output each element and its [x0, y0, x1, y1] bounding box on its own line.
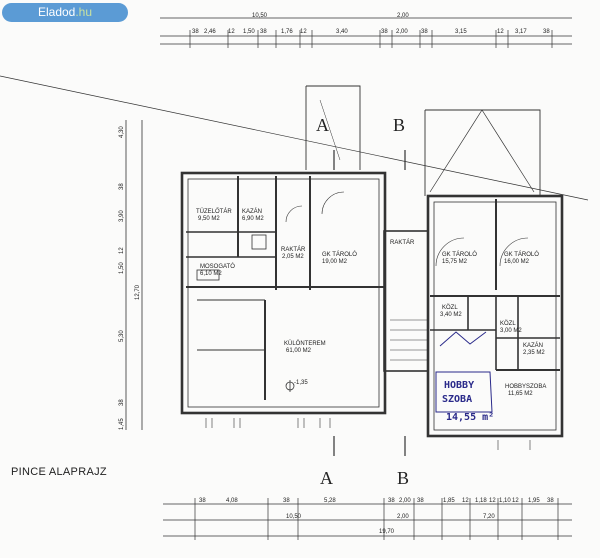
room-area: 6,10 M2: [200, 271, 222, 277]
dim-label: 12: [119, 247, 125, 254]
brand-logo[interactable]: Eladod.hu: [2, 3, 128, 22]
room-area: 15,75 M2: [442, 259, 468, 265]
dim-label: 38: [417, 498, 424, 504]
dim-label: 2,00: [396, 29, 408, 35]
dim-label: 5,28: [324, 498, 336, 504]
dim-label: 7,20: [483, 514, 495, 520]
dim-label: 1,45: [119, 418, 125, 430]
dim-label: 3,40: [336, 29, 348, 35]
dim-label: 12: [462, 498, 469, 504]
section-b-top: B: [393, 115, 405, 135]
dim-label: 4,30: [119, 126, 125, 138]
dim-label: 3,17: [515, 29, 527, 35]
room-area: 6,90 M2: [242, 216, 264, 222]
section-a-top: A: [316, 115, 329, 135]
room-name: GK TÁROLÓ: [442, 251, 477, 258]
dim-label: 4,08: [226, 498, 238, 504]
section-a-bottom: A: [320, 468, 333, 488]
room-name: TÜZELŐTÁR: [196, 208, 232, 215]
dim-label: 38: [421, 29, 428, 35]
dim-label: 38: [283, 498, 290, 504]
room-name: RAKTÁR: [281, 246, 306, 253]
room-area: 11,65 M2: [508, 391, 533, 397]
dim-label: 1,10: [499, 498, 511, 504]
dim-label: 3,15: [455, 29, 467, 35]
handwritten-line: 14,55 m²: [446, 412, 494, 423]
room-area: 2,35 M2: [523, 350, 545, 356]
room-name: GK TÁROLÓ: [322, 251, 357, 258]
dim-label: 1,18: [475, 498, 487, 504]
dim-label: 2,00: [397, 514, 409, 520]
room-area: 3,40 M2: [440, 312, 462, 318]
room-area: 61,00 M2: [286, 348, 312, 354]
dim-label: 1,95: [528, 498, 540, 504]
dim-label: 10,50: [286, 514, 302, 520]
room-area: 16,00 M2: [504, 259, 530, 265]
brand-tld: .hu: [75, 5, 93, 19]
dim-label: 1,50: [119, 262, 125, 274]
dim-label: 2,46: [204, 29, 216, 35]
dim-label: 1,85: [443, 498, 455, 504]
room-name: KÜLÖNTEREM: [284, 340, 326, 347]
dim-label: 38: [388, 498, 395, 504]
level-mark: -1,35: [294, 380, 308, 386]
dim-label: 38: [192, 29, 199, 35]
room-area: 19,00 M2: [322, 259, 348, 265]
brand-name: Eladod: [37, 5, 76, 19]
room-name: KÖZL: [442, 304, 458, 311]
dim-label: 12,70: [135, 284, 141, 300]
handwritten-line: SZOBA: [442, 394, 472, 405]
dim-label: 5,30: [119, 330, 125, 342]
room-name: HOBBYSZOBA: [505, 384, 546, 390]
dim-label: 38: [547, 498, 554, 504]
dim-label: 38: [119, 399, 125, 406]
dim-label: 12: [512, 498, 519, 504]
dim-label: 38: [543, 29, 550, 35]
handwritten-line: HOBBY: [444, 380, 474, 391]
dim-label: 38: [260, 29, 267, 35]
drawing-title: PINCE ALAPRAJZ: [11, 466, 107, 478]
room-name: RAKTÁR: [390, 239, 415, 246]
dim-label: 12: [300, 29, 307, 35]
dim-label: 1,76: [281, 29, 293, 35]
room-name: GK TÁROLÓ: [504, 251, 539, 258]
room-area: 2,05 M2: [282, 254, 304, 260]
section-b-bottom: B: [397, 468, 409, 488]
dim-label: 38: [199, 498, 206, 504]
dim-label: 12: [497, 29, 504, 35]
dim-label: 3,90: [119, 210, 125, 222]
room-area: 9,50 M2: [198, 216, 220, 222]
dim-label: 38: [381, 29, 388, 35]
dim-label: 1,50: [243, 29, 255, 35]
dim-label: 2,00: [397, 13, 409, 19]
dim-label: 38: [119, 183, 125, 190]
dim-label: 2,00: [399, 498, 411, 504]
room-name: KAZÁN: [523, 342, 543, 349]
dim-label: 12: [228, 29, 235, 35]
room-name: MOSOGATÓ: [200, 263, 235, 270]
dim-total-label: 19,70: [379, 529, 395, 535]
room-name: KÖZL: [500, 320, 516, 327]
dim-label: 10,50: [252, 13, 268, 19]
room-name: KAZÁN: [242, 208, 262, 215]
dim-label: 12: [489, 498, 496, 504]
room-area: 3,00 M2: [500, 328, 522, 334]
